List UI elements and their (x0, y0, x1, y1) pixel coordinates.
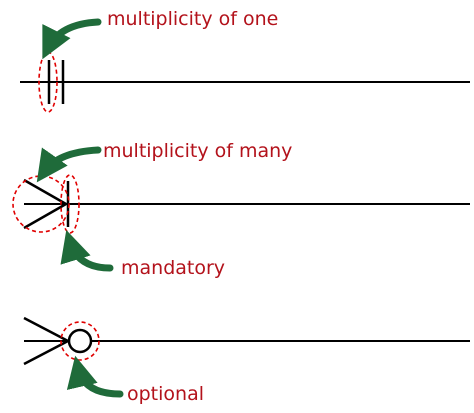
crowfoot-lower (23, 202, 67, 230)
row-multiplicity-one (20, 18, 470, 113)
arrow-one (42, 18, 102, 60)
crowfoot-upper-optional (23, 316, 69, 343)
label-optional: optional (127, 383, 205, 405)
crowfoot-lower-optional (23, 339, 69, 366)
row-optional (23, 316, 470, 398)
highlight-many (12, 175, 70, 233)
crowfoot-upper (23, 178, 67, 206)
arrow-mandatory (60, 229, 114, 272)
arrow-optional (66, 355, 124, 398)
label-mandatory: mandatory (121, 257, 226, 279)
label-multiplicity-one: multiplicity of one (107, 8, 279, 30)
row-multiplicity-many (12, 146, 470, 272)
label-multiplicity-many: multiplicity of many (103, 140, 293, 162)
arrow-many (36, 146, 102, 183)
optional-circle (67, 328, 93, 354)
